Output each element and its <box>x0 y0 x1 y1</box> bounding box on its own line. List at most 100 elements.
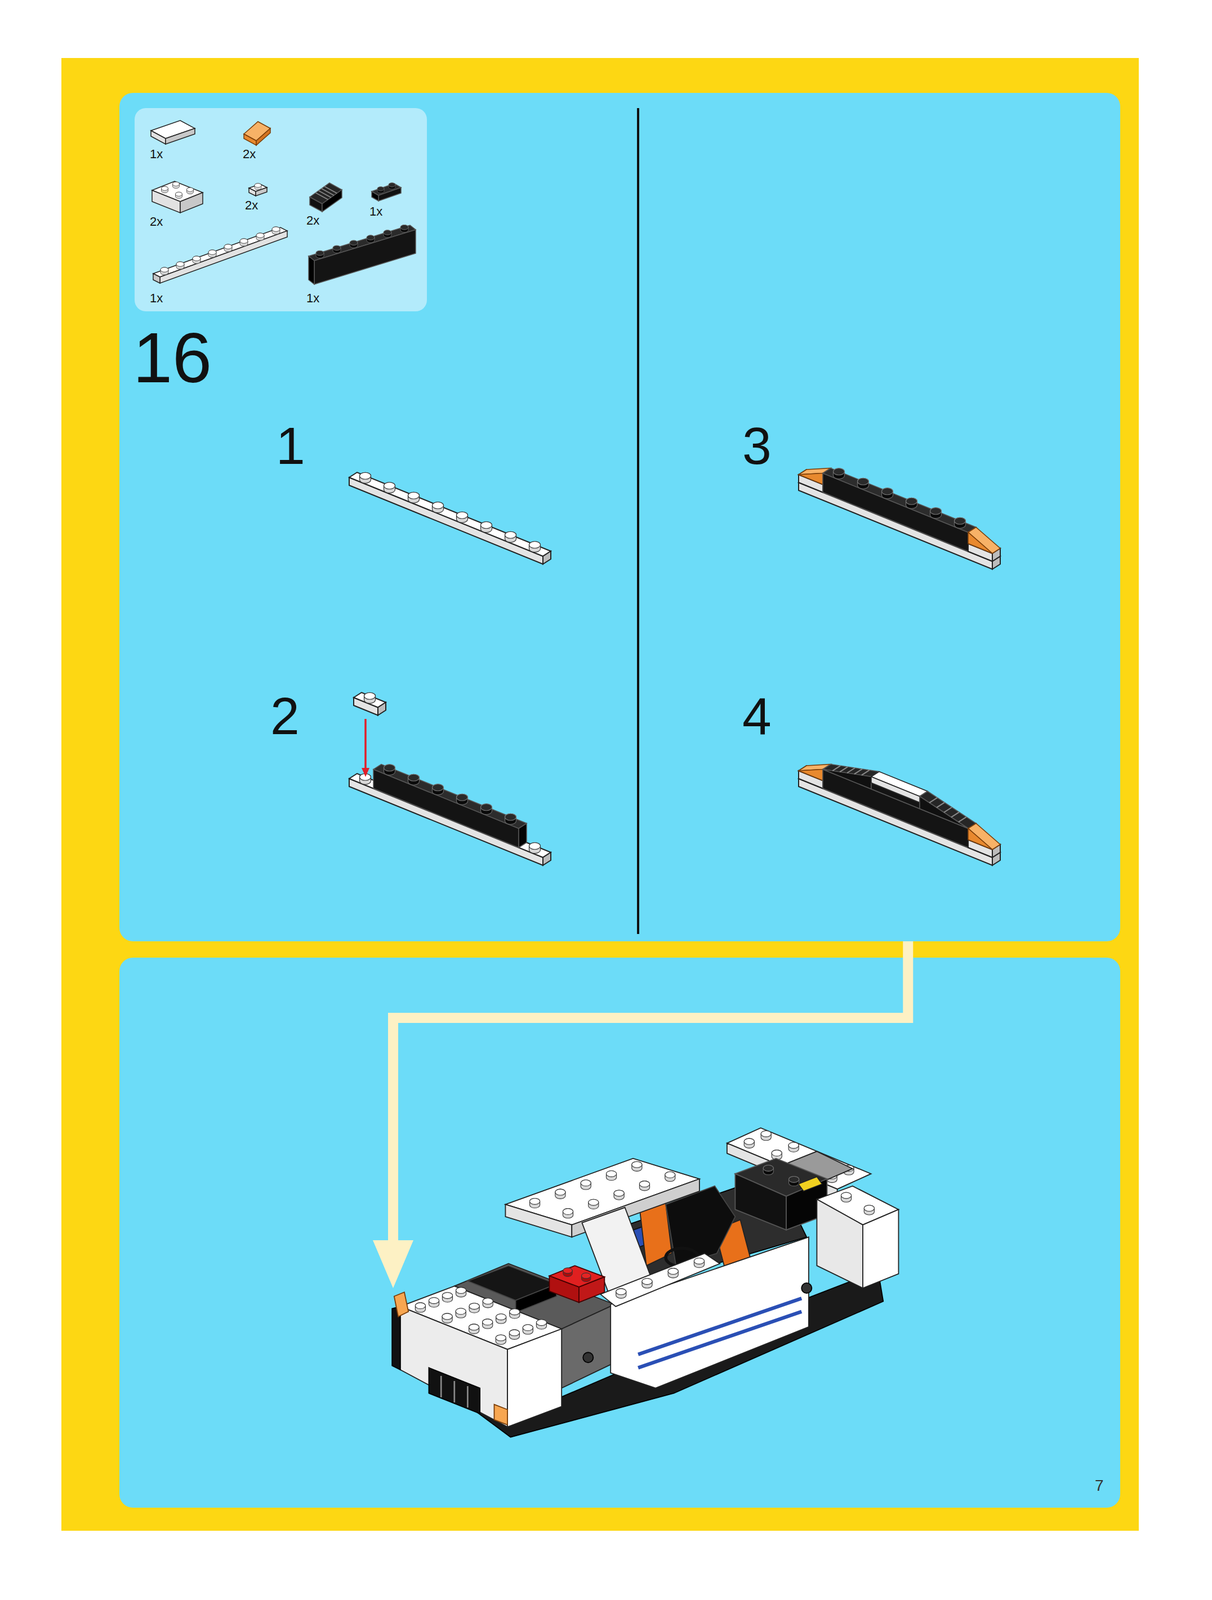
car-model <box>529 1198 540 1209</box>
substep-1-art <box>432 502 444 514</box>
white-plate-1x8 <box>256 233 265 241</box>
car-model <box>625 1223 659 1251</box>
substep-4-art <box>871 777 920 804</box>
text-holder: 3 <box>742 420 772 473</box>
car-model <box>801 1283 812 1294</box>
black-brick-1x6 <box>314 229 416 285</box>
parts-list-box: 1x2x2x2x2x1x1x1x <box>134 108 427 312</box>
car-model <box>555 1189 566 1200</box>
black-grille-slope <box>321 188 334 196</box>
white-plate-1x1 <box>248 183 267 196</box>
car-model <box>507 1329 562 1428</box>
white-tile <box>165 128 195 145</box>
white-plate-1x8 <box>224 244 233 252</box>
black-grille-slope <box>309 183 342 204</box>
car-model <box>798 1177 823 1192</box>
text-holder: 2x <box>242 148 256 161</box>
substep-4-art <box>798 765 831 790</box>
black-grille-slope <box>322 189 342 212</box>
white-plate-1x8 <box>272 226 280 235</box>
car-model <box>727 1143 838 1201</box>
car-model <box>840 1192 851 1203</box>
car-model <box>495 1335 506 1345</box>
substep-4-art <box>839 767 848 773</box>
car-model <box>391 1128 899 1438</box>
text-holder: 2 <box>270 690 300 743</box>
black-plate-1x2 <box>377 186 385 194</box>
car-model <box>816 1186 899 1226</box>
car-model <box>693 1258 704 1269</box>
text-holder: 7 <box>1094 1478 1104 1495</box>
car-model <box>563 1268 573 1278</box>
substep-4-art <box>951 812 960 818</box>
car-model <box>613 1190 625 1201</box>
substep-4-art <box>968 823 1001 851</box>
text-holder: 2x <box>149 215 163 229</box>
substep-2-art <box>349 773 551 866</box>
car-model <box>509 1309 520 1320</box>
white-plate-1x8 <box>153 273 160 284</box>
text-holder: 2x <box>244 199 258 212</box>
car-model <box>400 1307 508 1428</box>
car-model <box>455 1308 466 1319</box>
white-plate-1x1 <box>255 187 267 196</box>
part-count: 1x <box>149 292 163 305</box>
substep-number: 1 <box>275 420 306 473</box>
substep-4-art <box>798 764 831 782</box>
black-grille-slope <box>309 183 342 212</box>
car-model <box>638 1187 672 1267</box>
substep-4-art <box>822 764 880 778</box>
car-model <box>786 1179 828 1231</box>
car-model <box>536 1320 547 1330</box>
substep-3-art <box>798 468 1001 570</box>
car-model <box>522 1325 533 1335</box>
substep-4-art <box>919 791 977 830</box>
flow-arrow <box>372 941 908 1289</box>
substep-1-art <box>359 472 372 484</box>
substep-1-art <box>480 522 493 533</box>
car-model <box>582 1352 594 1363</box>
car-model <box>612 1174 807 1289</box>
substep-4-art <box>929 798 938 804</box>
car-model <box>714 1220 751 1270</box>
black-grille-slope <box>315 193 329 200</box>
car-model <box>400 1286 562 1350</box>
car-model <box>428 1368 480 1415</box>
black-brick-1x6 <box>349 240 358 248</box>
substep-1-art <box>349 472 551 565</box>
black-brick-1x6 <box>315 250 324 258</box>
orange-slope <box>256 128 271 146</box>
car-model <box>734 1159 827 1197</box>
car-model <box>454 1263 616 1330</box>
white-plate-1x1 <box>254 183 262 190</box>
car-model <box>642 1279 653 1289</box>
falling-plate <box>377 702 386 716</box>
substep-3-art <box>798 477 1001 570</box>
car-model <box>391 1307 401 1371</box>
black-brick-1x6 <box>383 230 392 238</box>
arrow-head <box>372 1240 414 1289</box>
orange-slope <box>243 134 257 146</box>
car-model <box>638 1312 802 1369</box>
car-model <box>394 1292 409 1318</box>
substep-2-art <box>529 843 541 854</box>
car-model <box>639 1181 650 1192</box>
black-grille-slope <box>318 190 332 198</box>
car-model <box>493 1405 508 1426</box>
substep-1-art <box>529 541 541 553</box>
car-model <box>482 1298 493 1309</box>
substep-3-art <box>968 527 1001 555</box>
car-model <box>415 1303 426 1313</box>
car-model <box>788 1142 799 1153</box>
substep-4-art <box>943 807 952 813</box>
car-model <box>442 1313 453 1324</box>
car-model <box>440 1376 443 1398</box>
part-count: 2x <box>242 148 256 161</box>
falling-plate <box>353 692 386 716</box>
white-plate-1x1 <box>248 184 267 192</box>
car-model <box>816 1199 863 1289</box>
car-model <box>453 1381 456 1403</box>
